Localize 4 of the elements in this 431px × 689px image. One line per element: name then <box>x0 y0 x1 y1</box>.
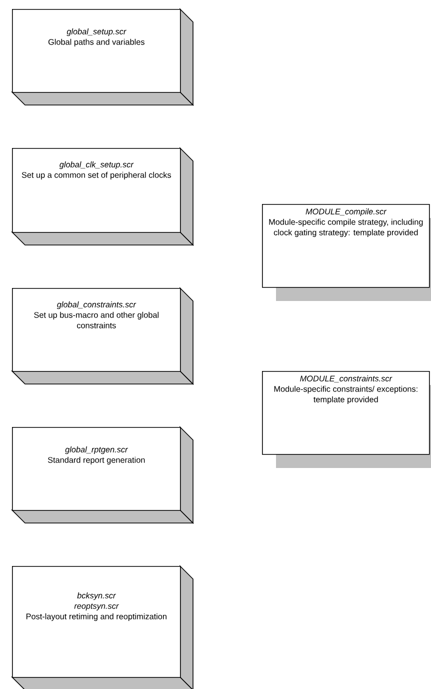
node-label: MODULE_constraints.scr <box>300 375 392 382</box>
node-label: MODULE_compile.scr <box>306 208 387 216</box>
process-box: MODULE_constraints.scr Module-specific constraints/ exceptions: template provided <box>262 371 431 468</box>
process-box: MODULE_compile.scr Module-specific compile strategy, including clock gating strategy: template provided <box>262 204 431 301</box>
